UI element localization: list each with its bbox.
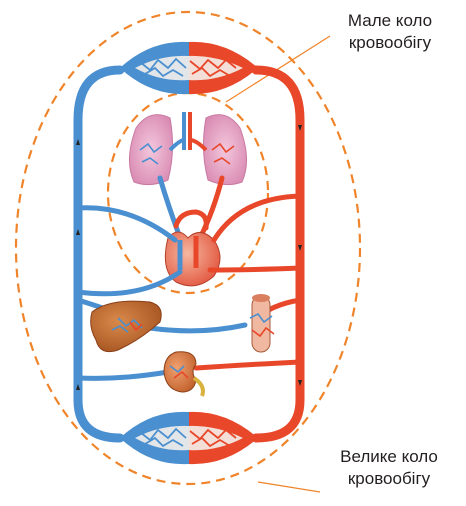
pulmonary-circulation-label: Мале коло кровообігу	[320, 10, 460, 54]
systemic-leader-line	[258, 482, 320, 492]
pulmonary-label-line2: кровообігу	[320, 32, 460, 54]
pulmonary-label-line1: Мале коло	[320, 10, 460, 32]
liver-icon	[91, 301, 162, 352]
lungs-icon	[129, 112, 246, 185]
systemic-label-line1: Велике коло	[315, 446, 463, 468]
systemic-label-line2: кровообігу	[315, 468, 463, 490]
intestine-icon	[250, 294, 274, 352]
lower-body-capillaries	[120, 412, 258, 464]
kidney-icon	[164, 352, 203, 396]
upper-body-capillaries	[120, 42, 258, 94]
systemic-circulation-label: Велике коло кровообігу	[315, 446, 463, 490]
pulmonary-vessels	[160, 178, 222, 238]
